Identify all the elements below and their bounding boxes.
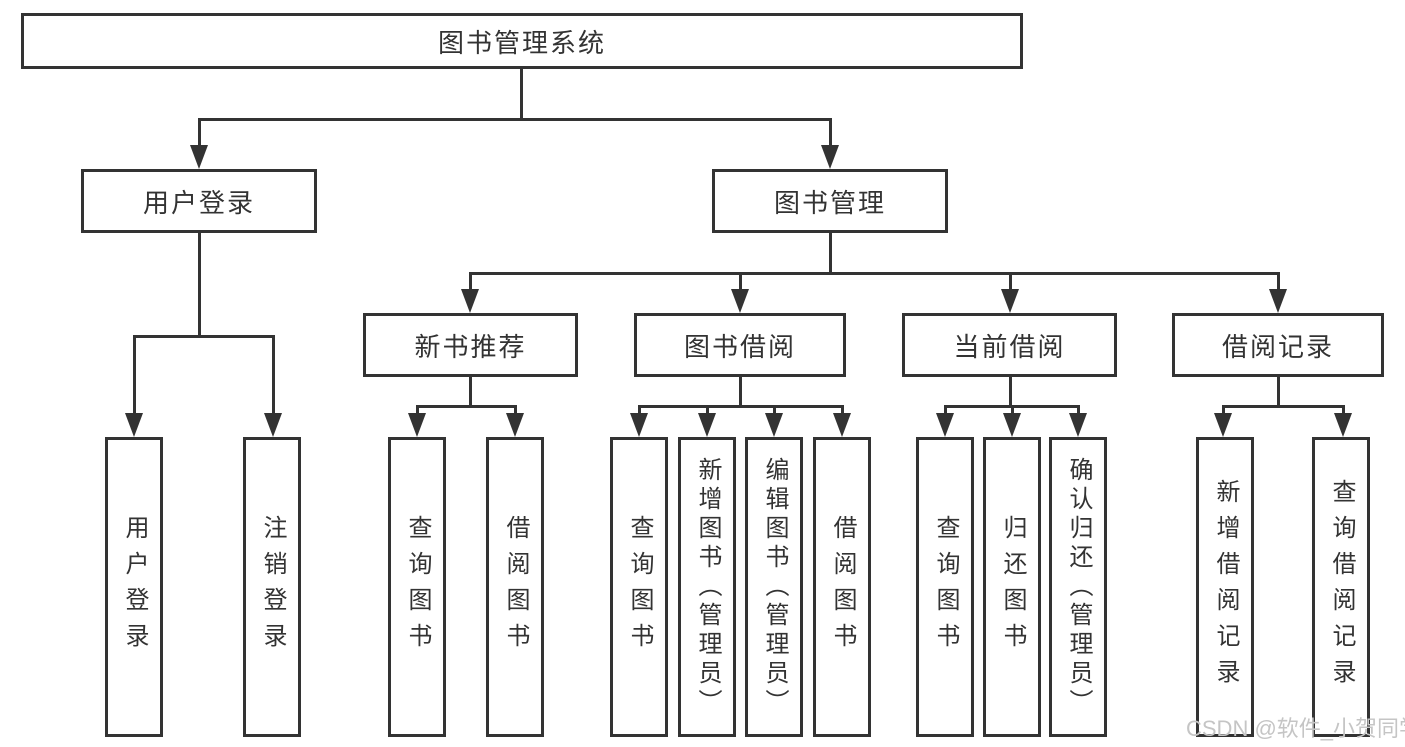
arrow-down-icon	[1069, 413, 1087, 437]
node-book-borrow: 图书借阅	[634, 313, 846, 377]
arrow-down-icon	[461, 289, 479, 313]
leaf-rec-borrow-book: 借阅图书	[486, 437, 544, 737]
arrow-down-icon	[1003, 413, 1021, 437]
connector-drop-mgmt	[829, 118, 832, 151]
connector-rec-stem	[469, 377, 472, 408]
arrow-down-icon	[821, 145, 839, 169]
arrow-down-icon	[264, 413, 282, 437]
arrow-down-icon	[1214, 413, 1232, 437]
arrow-down-icon	[506, 413, 524, 437]
connector-current-stem	[1009, 377, 1012, 408]
arrow-down-icon	[698, 413, 716, 437]
leaf-borrow-add-book-admin: 新增图书（管理员）	[678, 437, 736, 737]
connector-borrow-stem	[739, 377, 742, 408]
connector-root-stem	[520, 69, 523, 120]
connector-drop-login	[198, 118, 201, 151]
connector-login-hline	[134, 335, 274, 338]
arrow-down-icon	[408, 413, 426, 437]
arrow-down-icon	[190, 145, 208, 169]
arrow-down-icon	[936, 413, 954, 437]
arrow-down-icon	[833, 413, 851, 437]
leaf-current-return-book: 归还图书	[983, 437, 1041, 737]
arrow-down-icon	[731, 289, 749, 313]
arrow-down-icon	[1334, 413, 1352, 437]
node-current-borrow: 当前借阅	[902, 313, 1117, 377]
connector-drop	[1277, 272, 1280, 297]
node-book-management: 图书管理	[712, 169, 948, 233]
leaf-borrow-borrow-book: 借阅图书	[813, 437, 871, 737]
connector-drop	[739, 272, 742, 297]
leaf-history-query-record: 查询借阅记录	[1312, 437, 1370, 737]
connector-history-stem	[1277, 377, 1280, 408]
arrow-down-icon	[765, 413, 783, 437]
node-user-login: 用户登录	[81, 169, 317, 233]
connector-borrow-hline	[639, 405, 844, 408]
connector-mgmt-hline	[470, 272, 1279, 275]
leaf-user-login: 用户登录	[105, 437, 163, 737]
leaf-current-query-book: 查询图书	[916, 437, 974, 737]
leaf-history-add-record: 新增借阅记录	[1196, 437, 1254, 737]
leaf-logout: 注销登录	[243, 437, 301, 737]
connector-history-hline	[1223, 405, 1345, 408]
leaf-rec-query-book: 查询图书	[388, 437, 446, 737]
arrow-down-icon	[1269, 289, 1287, 313]
leaf-current-confirm-return-admin: 确认归还（管理员）	[1049, 437, 1107, 737]
connector-root-hline	[199, 118, 832, 121]
node-root-system: 图书管理系统	[21, 13, 1023, 69]
connector-drop	[133, 335, 136, 421]
connector-rec-hline	[417, 405, 517, 408]
arrow-down-icon	[630, 413, 648, 437]
node-borrow-records: 借阅记录	[1172, 313, 1384, 377]
connector-login-stem	[198, 233, 201, 338]
connector-drop	[272, 335, 275, 421]
node-new-book-recommend: 新书推荐	[363, 313, 578, 377]
connector-drop	[469, 272, 472, 297]
leaf-borrow-edit-book-admin: 编辑图书（管理员）	[745, 437, 803, 737]
leaf-borrow-query-book: 查询图书	[610, 437, 668, 737]
connector-drop	[1009, 272, 1012, 297]
arrow-down-icon	[1001, 289, 1019, 313]
csdn-watermark: CSDN @软件_小贺同学	[1186, 716, 1405, 741]
connector-mgmt-stem	[829, 233, 832, 275]
arrow-down-icon	[125, 413, 143, 437]
